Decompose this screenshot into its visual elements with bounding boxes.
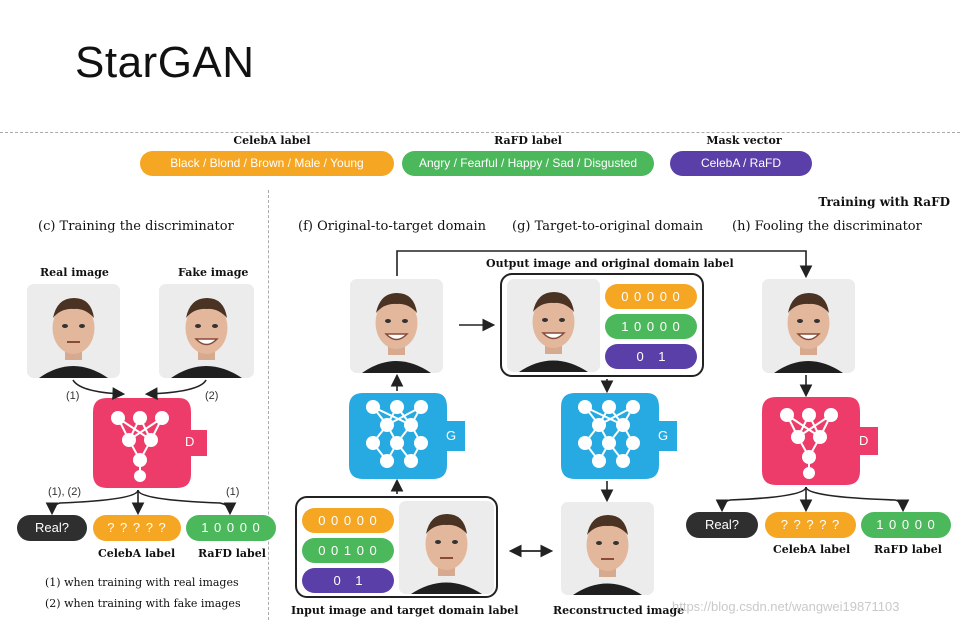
real-image-caption: Real image: [40, 266, 109, 279]
real-input-mark: (1): [66, 390, 80, 402]
generated-face-image: [350, 279, 443, 373]
panel-g-heading: (g) Target-to-original domain: [512, 219, 704, 234]
generator-g: [561, 393, 677, 479]
fake-image-caption: Fake image: [178, 266, 249, 279]
celeba-caption-h: CelebA label: [773, 543, 851, 556]
rafd-caption-h: RaFD label: [874, 543, 942, 556]
output-mask-pill: 0 1: [605, 344, 697, 369]
note-real: (1) when training with real images: [45, 576, 239, 589]
reconstructed-caption: Reconstructed image: [553, 604, 685, 617]
fooling-face-image: [762, 279, 855, 373]
output-caption: Output image and original domain label: [486, 257, 734, 270]
section-title: Training with RaFD: [818, 195, 950, 209]
fake-input-mark: (2): [205, 390, 219, 402]
neural-net-icon: [762, 397, 878, 485]
input-celeba-pill: 0 0 0 0 0: [302, 508, 394, 533]
note-fake: (2) when training with fake images: [45, 597, 241, 610]
celeba-output-pill-c: ? ? ? ? ?: [93, 515, 181, 541]
discriminator-h: [762, 397, 878, 485]
neutral-face-icon: [399, 501, 494, 594]
legend-mask-pill: CelebA / RaFD: [670, 151, 812, 176]
legend-rafd-pill: Angry / Fearful / Happy / Sad / Disguste…: [402, 151, 654, 176]
panel-f-heading: (f) Original-to-target domain: [298, 219, 487, 234]
input-caption: Input image and target domain label: [291, 604, 519, 617]
input-mask-pill: 0 1: [302, 568, 394, 593]
legend-celeba-pill: Black / Blond / Brown / Male / Young: [140, 151, 394, 176]
fake-face-image: [159, 284, 254, 378]
discriminator-h-label: D: [859, 433, 869, 448]
rafd-caption-c: RaFD label: [198, 547, 266, 560]
neural-net-icon: [349, 393, 465, 479]
real-question-pill-c: Real?: [17, 515, 87, 541]
legend-rafd-title: RaFD label: [494, 134, 562, 147]
out-mark-12: (1), (2): [48, 486, 81, 498]
rafd-output-pill-h: 1 0 0 0 0: [861, 512, 951, 538]
neutral-face-icon: [561, 502, 654, 595]
celeba-output-pill-h: ? ? ? ? ?: [765, 512, 856, 538]
legend-mask-title: Mask vector: [706, 134, 782, 147]
reconstructed-face-image: [561, 502, 654, 595]
slide-title: StarGAN: [75, 38, 255, 87]
watermark: https://blog.csdn.net/wangwei19871103: [672, 599, 900, 614]
real-face-image: [27, 284, 120, 378]
neural-net-icon: [561, 393, 677, 479]
panel-divider: [268, 190, 269, 620]
discriminator-c: [93, 398, 207, 488]
panel-h-heading: (h) Fooling the discriminator: [732, 219, 922, 234]
legend-celeba-title: CelebA label: [233, 134, 311, 147]
rafd-output-pill-c: 1 0 0 0 0: [186, 515, 276, 541]
smiling-face-icon: [350, 279, 443, 373]
top-divider: [0, 132, 960, 133]
smiling-face-icon: [762, 279, 855, 373]
generator-f-label: G: [446, 428, 457, 443]
generator-f: [349, 393, 465, 479]
real-question-pill-h: Real?: [686, 512, 758, 538]
generator-g-label: G: [658, 428, 669, 443]
neutral-face-icon: [27, 284, 120, 378]
output-rafd-pill: 1 0 0 0 0: [605, 314, 697, 339]
input-bundle-frame: [295, 496, 498, 598]
output-face-image: [507, 279, 600, 372]
panel-c-heading: (c) Training the discriminator: [38, 219, 234, 234]
smiling-face-icon: [507, 279, 600, 372]
celeba-caption-c: CelebA label: [98, 547, 176, 560]
input-face-image: [399, 501, 494, 594]
output-celeba-pill: 0 0 0 0 0: [605, 284, 697, 309]
smiling-face-icon: [159, 284, 254, 378]
neural-net-icon: [93, 398, 207, 488]
input-rafd-pill: 0 0 1 0 0: [302, 538, 394, 563]
out-mark-1: (1): [226, 486, 240, 498]
discriminator-c-label: D: [185, 434, 195, 449]
